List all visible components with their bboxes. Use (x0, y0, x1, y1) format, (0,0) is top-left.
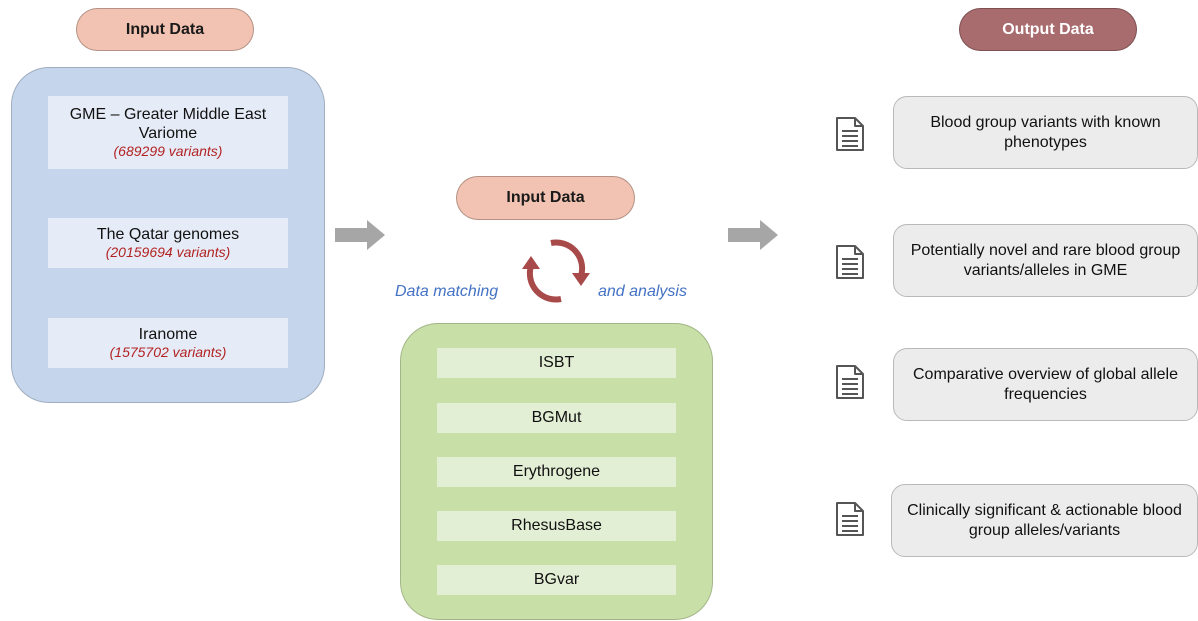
source-qatar: The Qatar genomes (20159694 variants) (48, 218, 288, 268)
db-isbt: ISBT (437, 348, 676, 378)
input-data-header-left: Input Data (76, 8, 254, 51)
document-icon (836, 365, 864, 399)
db-rhesusbase: RhesusBase (437, 511, 676, 541)
source-iranome-name: Iranome (138, 326, 198, 343)
document-icon (836, 502, 864, 536)
db-bgmut: BGMut (437, 403, 676, 433)
data-matching-label: Data matching (395, 283, 499, 300)
arrow-right-icon (335, 220, 385, 250)
output-novel-rare-variants: Potentially novel and rare blood group v… (893, 224, 1198, 297)
db-bgvar: BGvar (437, 565, 676, 595)
arrow-right-icon (728, 220, 778, 250)
output-allele-frequencies: Comparative overview of global allele fr… (893, 348, 1198, 421)
output-known-phenotypes: Blood group variants with known phenotyp… (893, 96, 1198, 169)
db-erythrogene: Erythrogene (437, 457, 676, 487)
source-qatar-name: The Qatar genomes (96, 226, 240, 243)
output-data-header: Output Data (959, 8, 1137, 51)
input-data-header-middle: Input Data (456, 176, 635, 220)
source-gme: GME – Greater Middle East Variome (68929… (48, 96, 288, 169)
source-gme-name: GME – Greater Middle East Variome (69, 106, 267, 142)
source-qatar-count: (20159694 variants) (105, 244, 231, 260)
document-icon (836, 245, 864, 279)
analysis-label: and analysis (598, 283, 687, 300)
document-icon (836, 117, 864, 151)
source-iranome: Iranome (1575702 variants) (48, 318, 288, 368)
source-gme-count: (689299 variants) (113, 143, 223, 159)
cycle-arrows-icon (522, 239, 590, 303)
source-iranome-count: (1575702 variants) (109, 344, 227, 360)
output-clinically-significant: Clinically significant & actionable bloo… (891, 484, 1198, 557)
